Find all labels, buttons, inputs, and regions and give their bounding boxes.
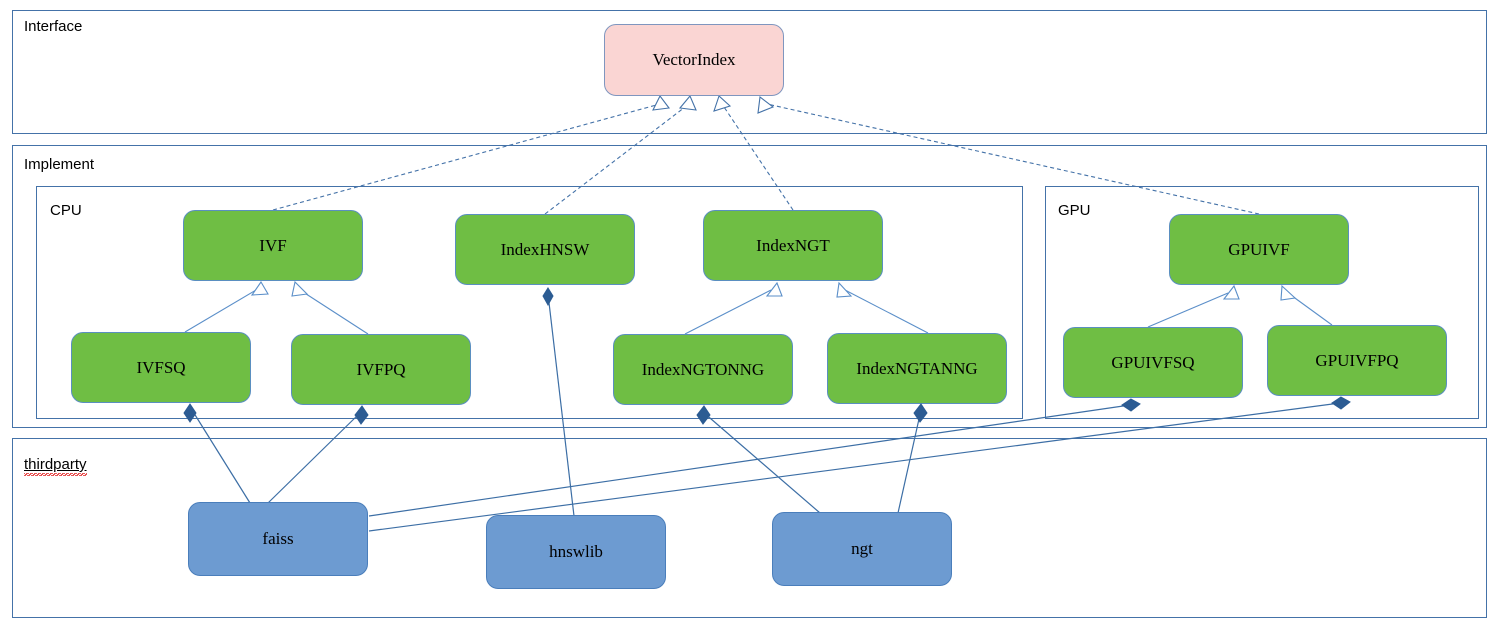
node-indexhnsw[interactable]: IndexHNSW — [455, 214, 635, 285]
composition-diamond-ivfpq — [354, 405, 369, 425]
composition-diamond-indexngtonng — [696, 405, 711, 425]
edge-gpuivfpq-to-gpuivf — [1280, 284, 1333, 326]
edge-gpuivfsq-to-gpuivf — [1147, 284, 1240, 328]
node-indexngtonng[interactable]: IndexNGTONNG — [613, 334, 793, 405]
edge-ivfpq-to-ivf — [291, 280, 369, 335]
node-ivf[interactable]: IVF — [183, 210, 363, 281]
node-gpuivfsq[interactable]: GPUIVFSQ — [1063, 327, 1243, 398]
node-indexngt[interactable]: IndexNGT — [703, 210, 883, 281]
edge-faiss-to-ivfpq — [267, 411, 362, 504]
edge-hnswlib-to-indexhnsw — [547, 293, 575, 517]
node-indexngtanng[interactable]: IndexNGTANNG — [827, 333, 1007, 404]
edge-indexngtonng-to-indexngt — [684, 281, 783, 335]
composition-diamond-gpuivfsq — [1121, 398, 1141, 412]
node-ivfsq[interactable]: IVFSQ — [71, 332, 251, 403]
container-label-gpu: GPU — [1058, 202, 1091, 219]
composition-diamond-ivfsq — [183, 403, 197, 423]
container-cpu — [36, 186, 1023, 419]
edge-faiss-to-ivfsq — [191, 409, 251, 504]
container-thirdparty — [12, 438, 1487, 618]
edge-ivf-to-vectorindex — [272, 94, 671, 211]
edge-ngt-to-indexngtonng — [702, 411, 821, 514]
edge-faiss-to-gpuivfsq — [368, 404, 1131, 517]
node-ivfpq[interactable]: IVFPQ — [291, 334, 471, 405]
container-gpu — [1045, 186, 1479, 419]
node-ngt[interactable]: ngt — [772, 512, 952, 586]
container-label-implement: Implement — [24, 156, 95, 173]
edge-indexhnsw-to-vectorindex — [544, 94, 697, 215]
composition-diamond-indexhnsw — [542, 287, 554, 307]
node-gpuivfpq[interactable]: GPUIVFPQ — [1267, 325, 1447, 396]
composition-diamond-gpuivfpq — [1331, 396, 1351, 410]
node-faiss[interactable]: faiss — [188, 502, 368, 576]
edge-ivfsq-to-ivf — [184, 280, 269, 333]
composition-diamond-indexngtanng — [913, 403, 928, 423]
node-hnswlib[interactable]: hnswlib — [486, 515, 666, 589]
edge-ngt-to-indexngtanng — [897, 409, 922, 514]
container-label-thirdparty: thirdparty — [24, 456, 87, 476]
edge-indexngtanng-to-indexngt — [836, 281, 929, 334]
edge-faiss-to-gpuivfpq — [368, 402, 1341, 532]
container-label-interface: Interface — [24, 18, 83, 35]
edge-gpuivf-to-vectorindex — [757, 95, 1260, 215]
container-interface — [12, 10, 1487, 134]
node-vectorindex[interactable]: VectorIndex — [604, 24, 784, 96]
edge-indexngt-to-vectorindex — [713, 95, 794, 211]
container-label-cpu: CPU — [50, 202, 82, 219]
node-gpuivf[interactable]: GPUIVF — [1169, 214, 1349, 285]
